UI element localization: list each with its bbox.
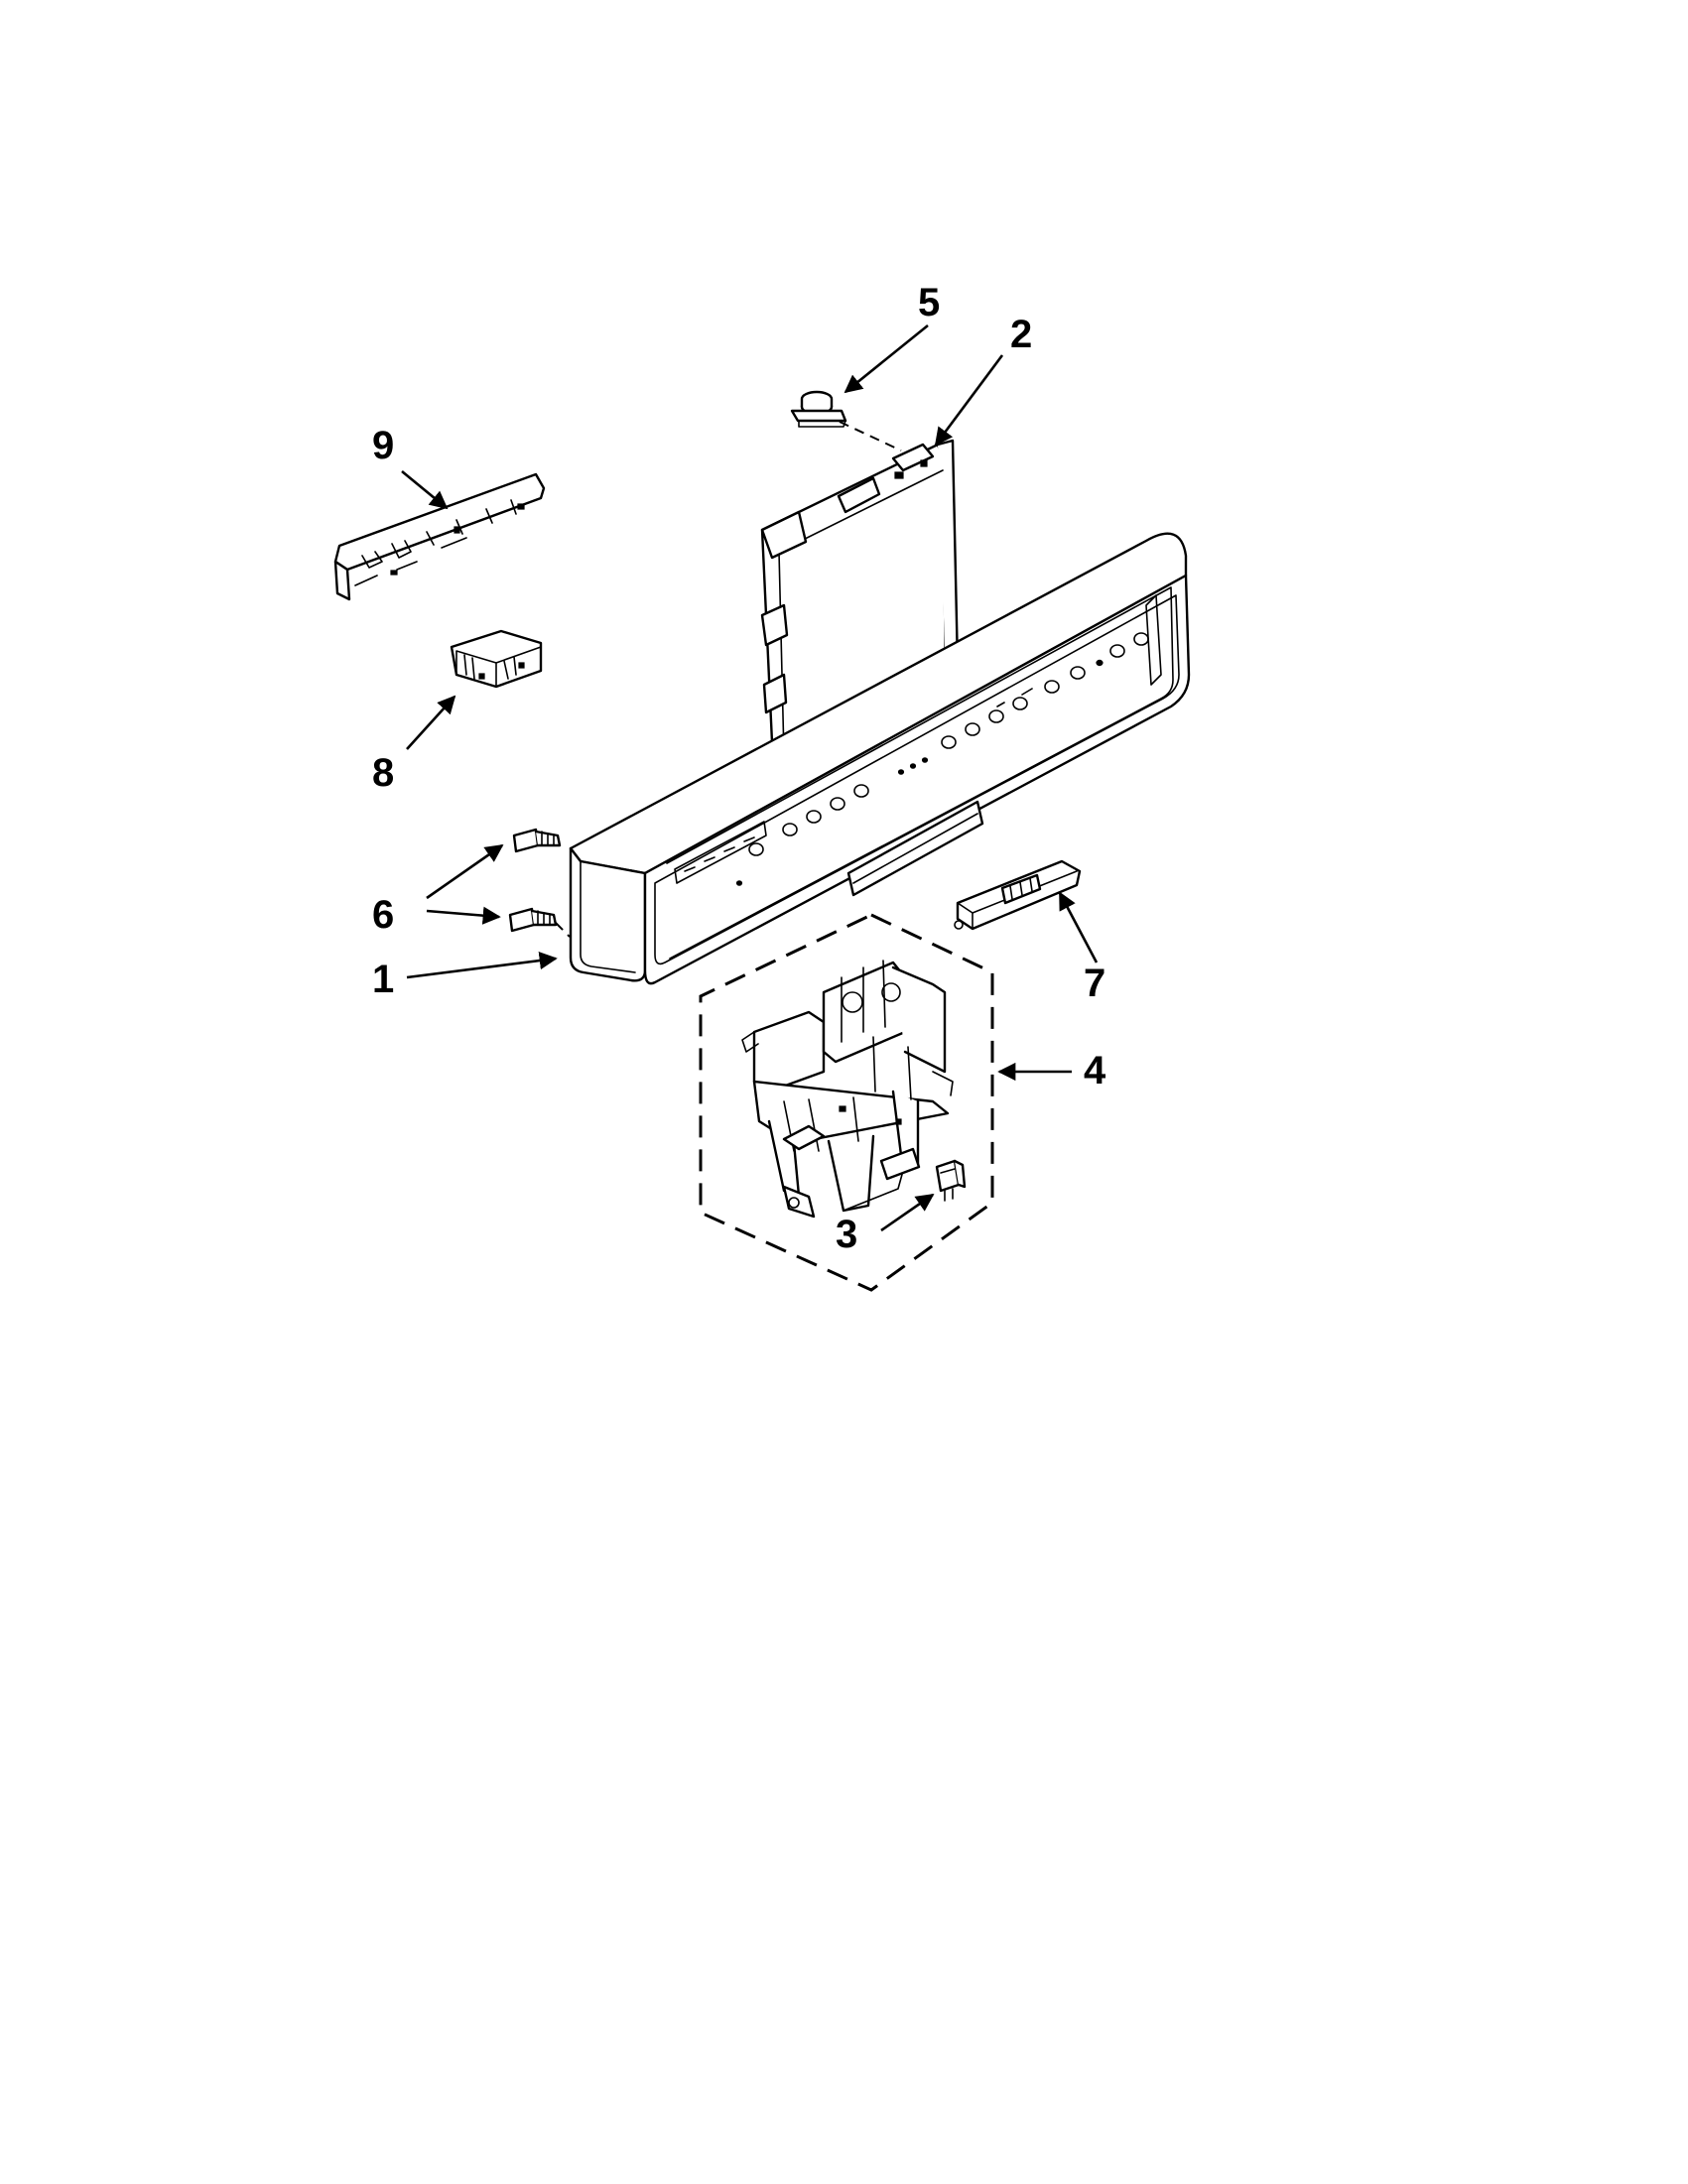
leader-7 [1058, 891, 1099, 964]
leader-6b [426, 906, 501, 925]
dashed-link-screws-panel [555, 922, 571, 938]
callout-8: 8 [372, 751, 394, 795]
leader-9 [401, 469, 449, 510]
callout-1: 1 [372, 958, 394, 1001]
dashed-link-5-2 [839, 421, 902, 451]
callout-9: 9 [372, 424, 394, 467]
callout-6: 6 [372, 893, 394, 937]
part-4-assembly [699, 913, 994, 1292]
part-6-screw-lower [508, 907, 558, 933]
callout-labels: 5 2 9 8 6 1 7 4 3 [372, 281, 1106, 1256]
panel-buttons [735, 632, 1149, 886]
callout-2: 2 [1010, 313, 1032, 356]
part-7-handle [954, 859, 1082, 931]
leader-5 [844, 323, 929, 394]
part-1-console-panel [569, 532, 1191, 985]
leader-2 [934, 354, 1004, 447]
part-5-sensor [790, 390, 847, 428]
callout-3: 3 [836, 1213, 857, 1256]
part-3-switch [935, 1159, 967, 1202]
part-9-bracket [333, 472, 546, 601]
callout-4: 4 [1084, 1049, 1106, 1092]
leader-3 [880, 1193, 935, 1232]
callout-5: 5 [918, 281, 940, 324]
assembly-4-boundary [699, 913, 994, 1292]
part-8-clip [450, 629, 543, 689]
part-6-screw-upper [512, 828, 562, 853]
leader-1 [406, 952, 558, 979]
leader-8 [406, 695, 456, 750]
leader-6a [426, 843, 504, 900]
leader-lines [401, 323, 1099, 1232]
callout-7: 7 [1084, 962, 1105, 1005]
